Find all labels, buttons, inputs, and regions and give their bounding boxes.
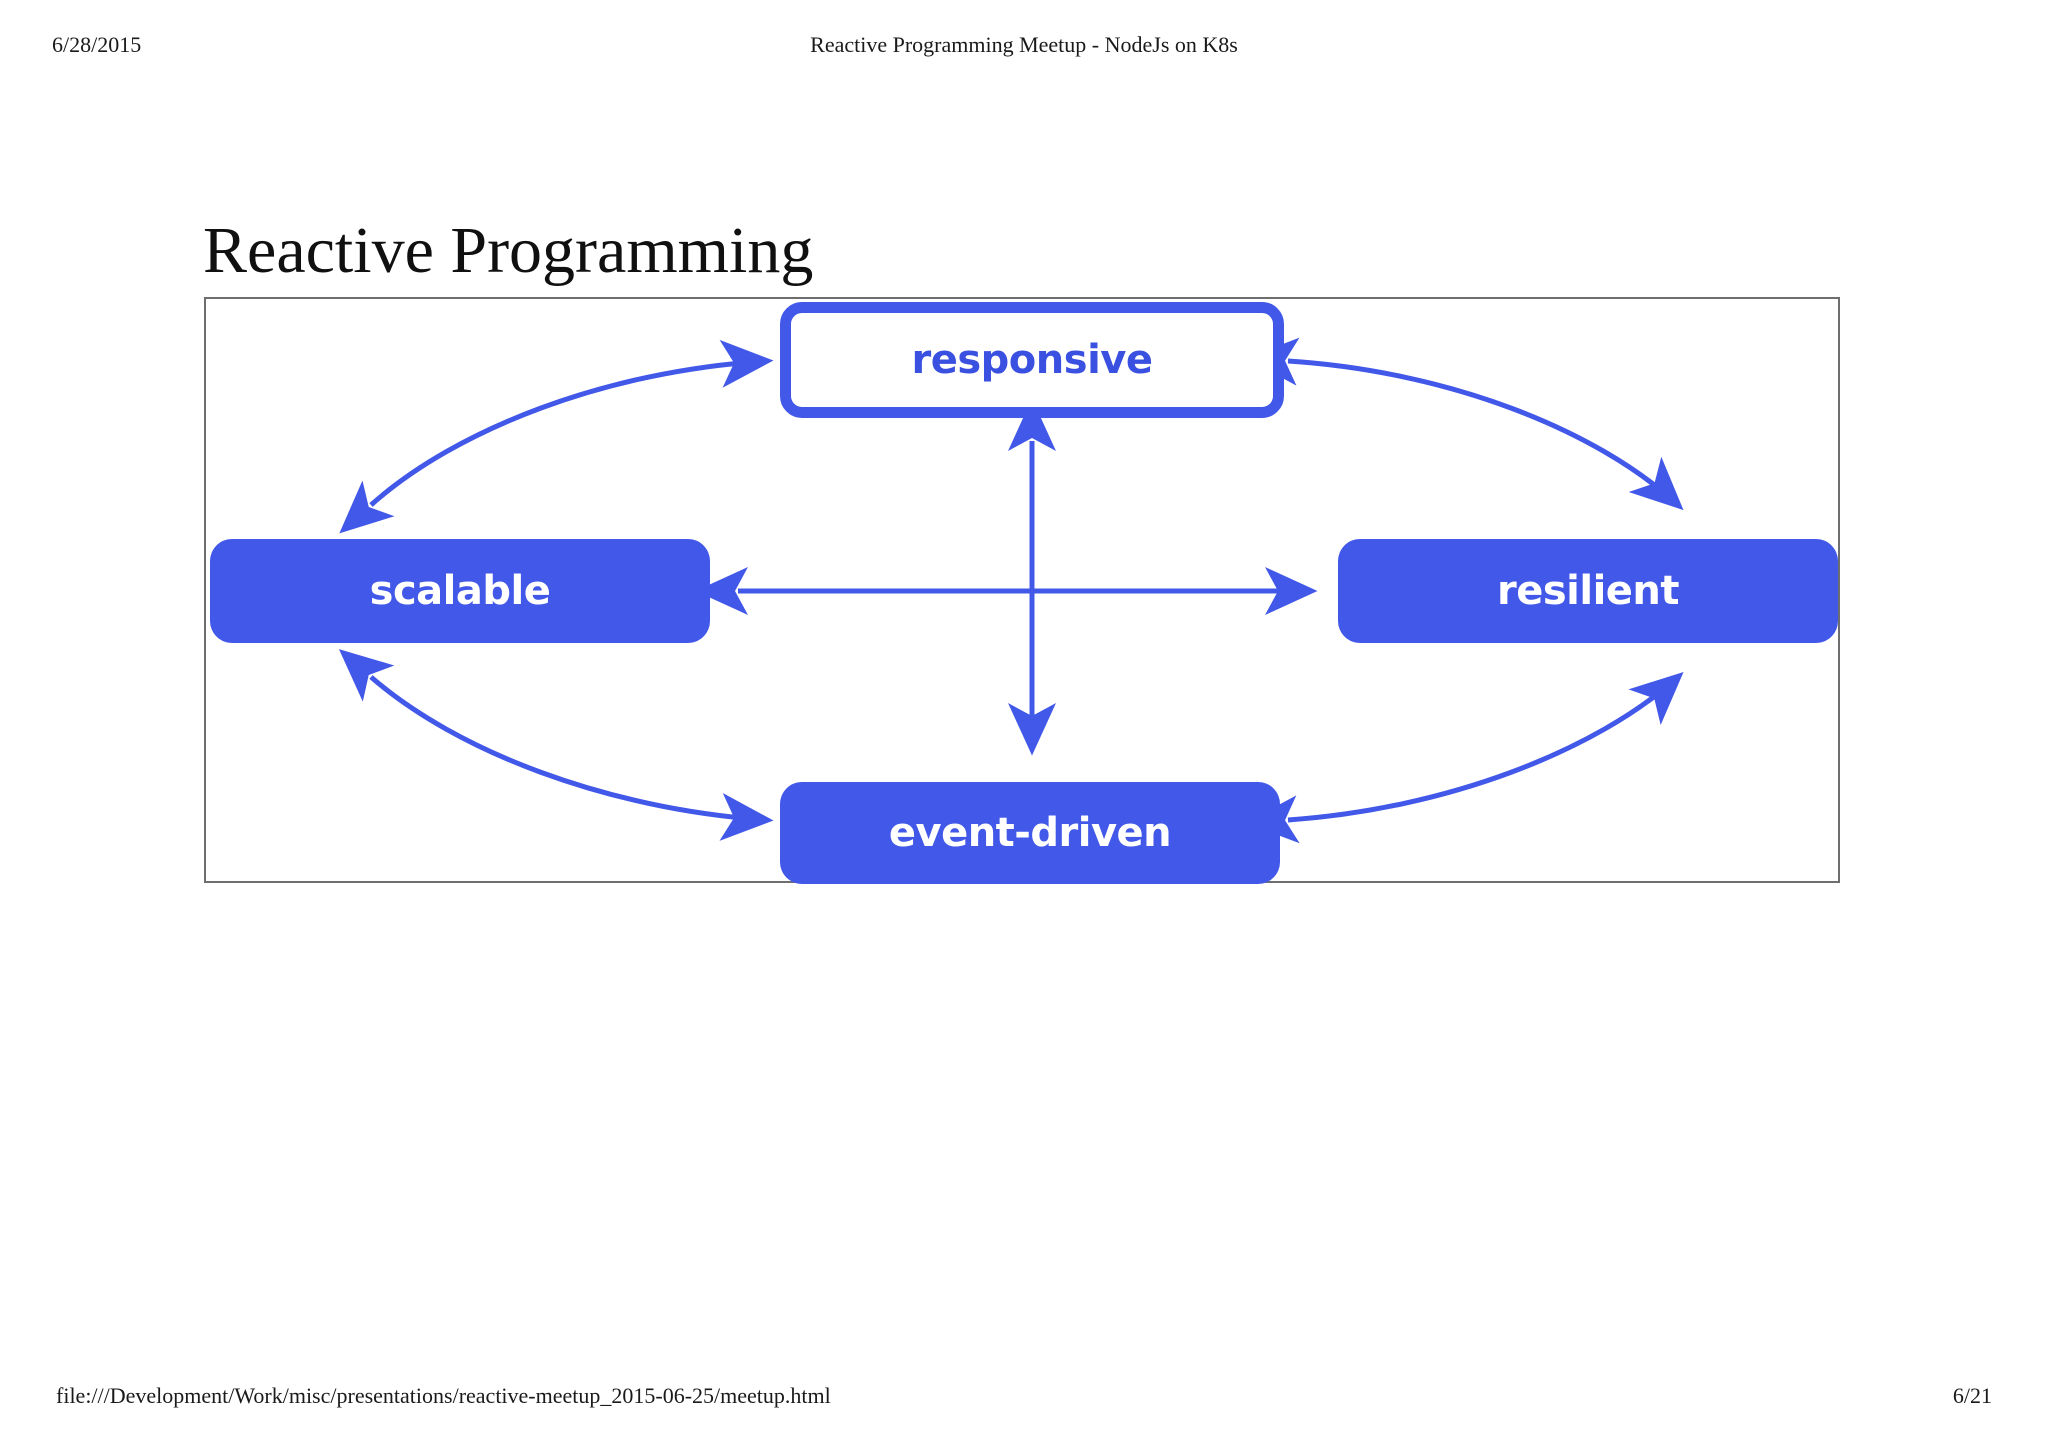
node-event-driven-label: event-driven	[888, 810, 1172, 856]
node-event-driven[interactable]: event-driven	[780, 782, 1280, 884]
node-responsive[interactable]: responsive	[780, 302, 1284, 418]
footer-source-url: file:///Development/Work/misc/presentati…	[56, 1383, 831, 1408]
arrow-scalable-eventdriven	[338, 649, 774, 841]
header-date: 6/28/2015	[52, 32, 142, 57]
node-scalable[interactable]: scalable	[210, 539, 710, 643]
diagram-canvas: responsive scalable resilient event-driv…	[206, 299, 1838, 884]
arrow-eventdriven-resilient	[1245, 671, 1684, 844]
print-footer: file:///Development/Work/misc/presentati…	[0, 1359, 2048, 1449]
footer-page-number: 6/21	[1952, 1383, 1992, 1408]
print-header: 6/28/2015 Reactive Programming Meetup - …	[0, 0, 2048, 70]
page-title: Reactive Programming	[203, 214, 814, 288]
node-resilient-label: resilient	[1496, 568, 1680, 614]
diagram-frame: responsive scalable resilient event-driv…	[204, 297, 1840, 884]
node-responsive-label: responsive	[911, 337, 1153, 383]
diagram-arrows	[338, 337, 1684, 844]
arrow-scalable-responsive	[339, 339, 774, 534]
node-resilient[interactable]: resilient	[1338, 539, 1838, 643]
header-document-title: Reactive Programming Meetup - NodeJs on …	[810, 32, 1238, 57]
node-scalable-label: scalable	[369, 568, 551, 614]
arrow-responsive-resilient	[1245, 337, 1684, 511]
